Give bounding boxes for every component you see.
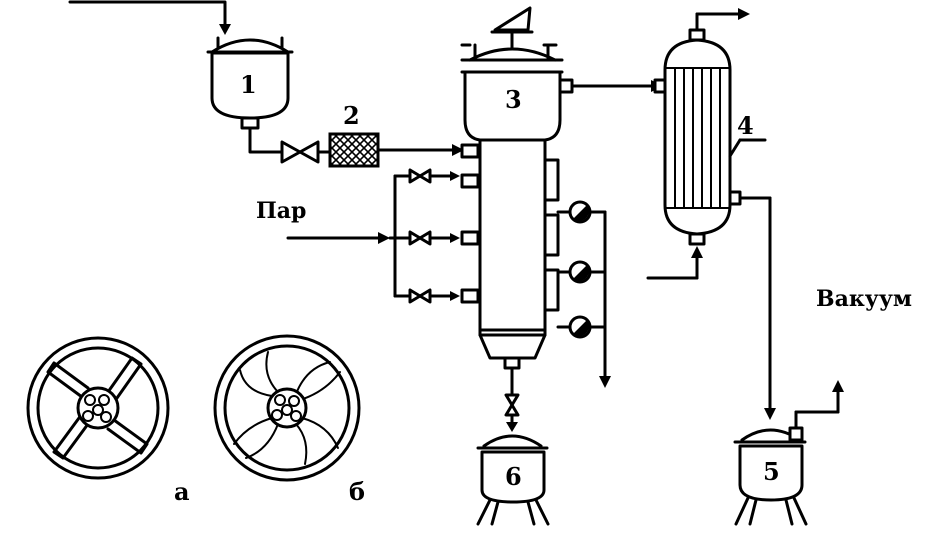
label-variant-b: б bbox=[349, 477, 365, 506]
vacuum-receiver-5 bbox=[733, 380, 844, 526]
label-unit-4: 4 bbox=[737, 111, 754, 140]
label-unit-6: 6 bbox=[505, 462, 522, 491]
valve-feed bbox=[280, 140, 332, 164]
tube-sheet-variant-a bbox=[26, 336, 170, 480]
label-unit-3: 3 bbox=[505, 85, 522, 114]
label-unit-5: 5 bbox=[763, 457, 780, 486]
label-vacuum: Вакуум bbox=[816, 286, 912, 312]
condenser-4 bbox=[646, 8, 776, 420]
evaporator-3 bbox=[460, 6, 574, 370]
vapour-line bbox=[570, 80, 663, 92]
condensate-traps bbox=[556, 200, 611, 388]
filter-2 bbox=[328, 132, 464, 168]
feed-tank-1 bbox=[68, 0, 294, 154]
steam-manifold bbox=[286, 168, 460, 304]
label-unit-1: 1 bbox=[240, 70, 257, 99]
product-receiver-6 bbox=[476, 366, 550, 526]
label-unit-2: 2 bbox=[343, 101, 360, 130]
tube-sheet-variant-b bbox=[213, 334, 361, 482]
label-variant-a: а bbox=[174, 477, 190, 506]
label-steam: Пар bbox=[256, 198, 306, 224]
